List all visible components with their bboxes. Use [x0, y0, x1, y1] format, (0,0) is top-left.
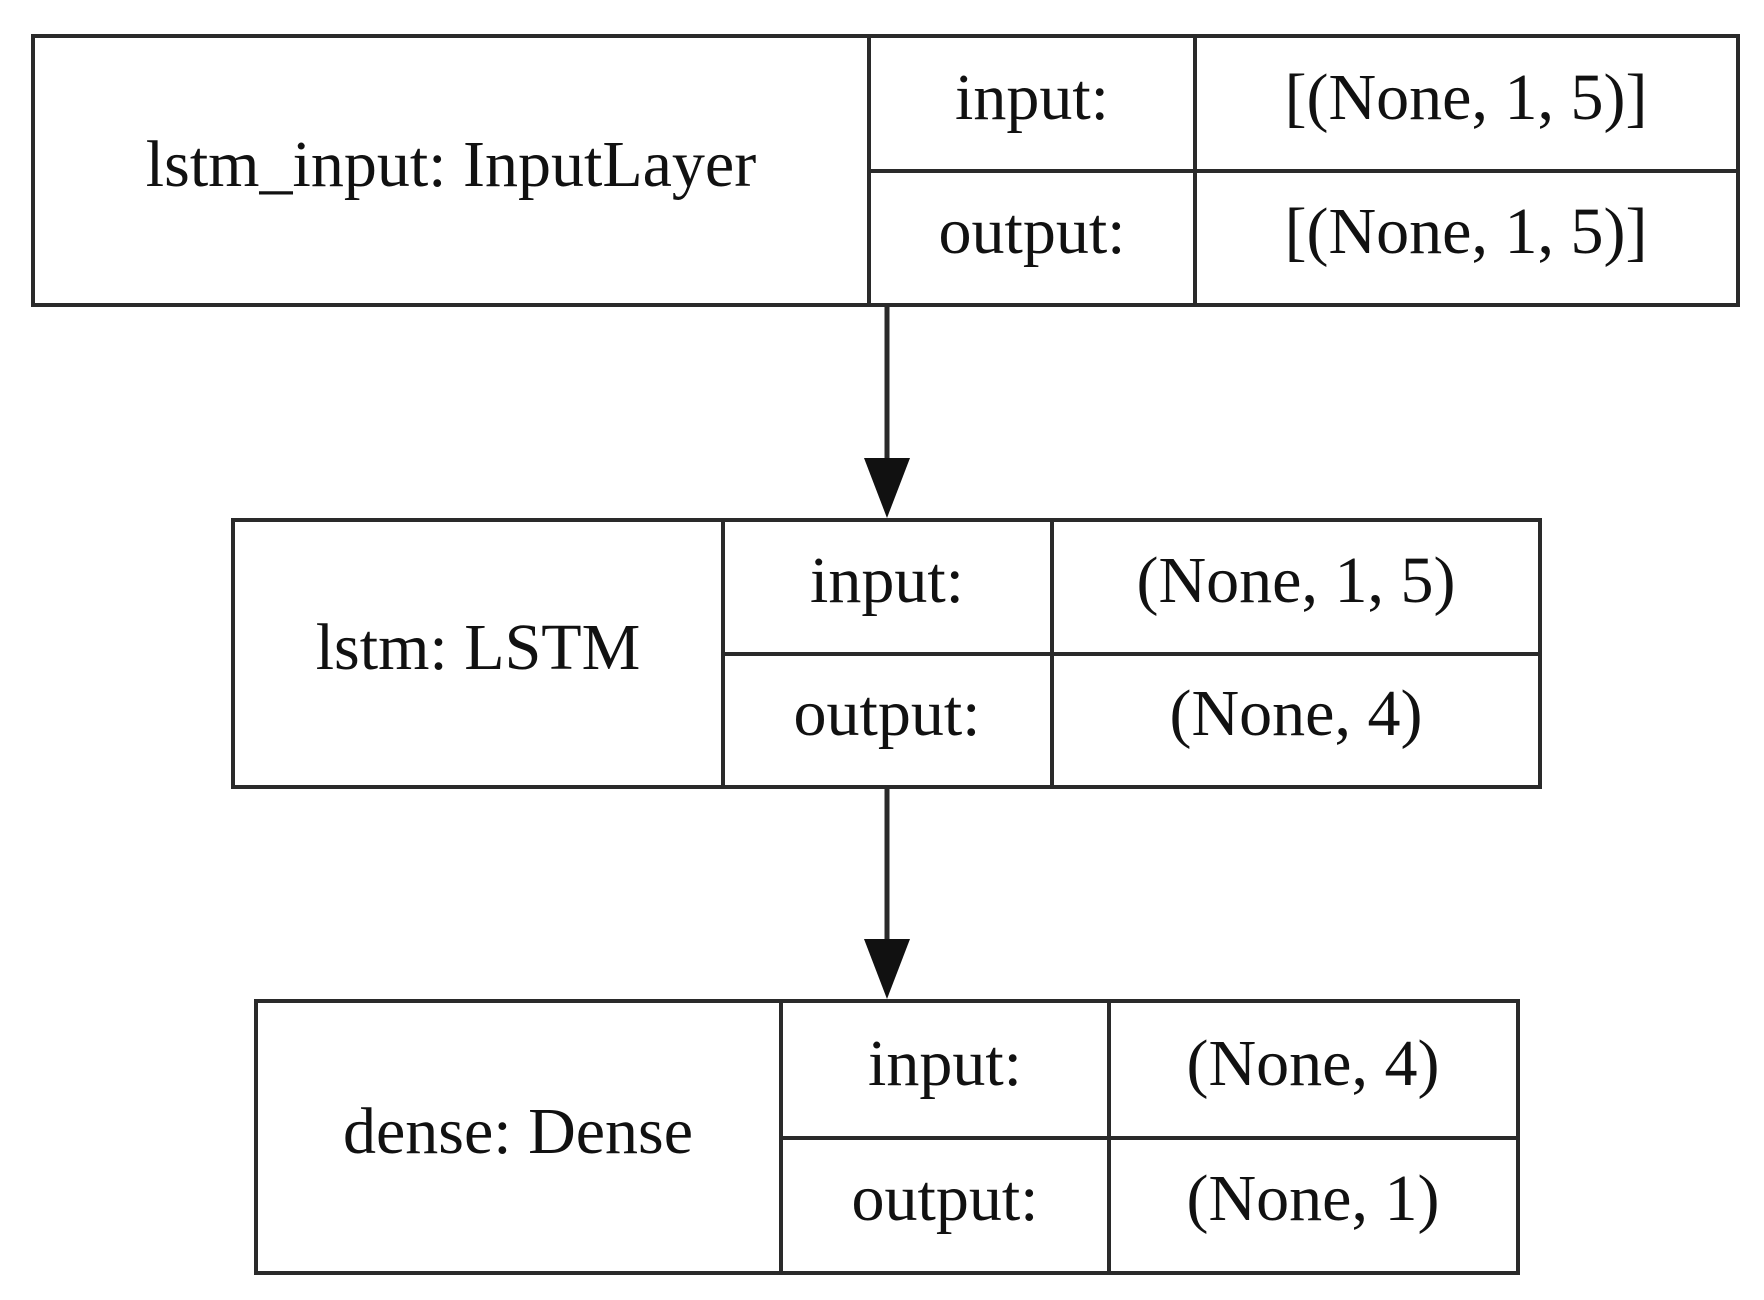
- arrowhead-icon: [864, 458, 910, 518]
- node-name: lstm_input: InputLayer: [146, 128, 756, 201]
- port-shape-output: (None, 4): [1170, 677, 1423, 750]
- port-label-output: output:: [793, 677, 980, 750]
- node-name: lstm: LSTM: [316, 611, 641, 684]
- edge-lstm-to-dense: [864, 787, 910, 999]
- port-label-input: input:: [955, 61, 1109, 134]
- node-lstm: lstm: LSTM input: output: (None, 1, 5) (…: [231, 518, 1542, 789]
- port-label-input: input:: [868, 1027, 1022, 1100]
- port-shape-input: [(None, 1, 5)]: [1285, 61, 1648, 134]
- port-label-output: output:: [851, 1162, 1038, 1235]
- arrowhead-icon: [864, 939, 910, 999]
- port-shape-output: [(None, 1, 5)]: [1285, 195, 1648, 268]
- port-shape-input: (None, 1, 5): [1137, 544, 1456, 617]
- port-shape-output: (None, 1): [1187, 1162, 1440, 1235]
- port-shape-input: (None, 4): [1187, 1027, 1440, 1100]
- port-label-input: input:: [810, 544, 964, 617]
- node-name: dense: Dense: [343, 1095, 693, 1168]
- node-lstm-input: lstm_input: InputLayer input: output: [(…: [31, 34, 1740, 307]
- node-dense: dense: Dense input: output: (None, 4) (N…: [254, 999, 1520, 1275]
- port-label-output: output:: [938, 195, 1125, 268]
- edge-lstm-input-to-lstm: [864, 305, 910, 518]
